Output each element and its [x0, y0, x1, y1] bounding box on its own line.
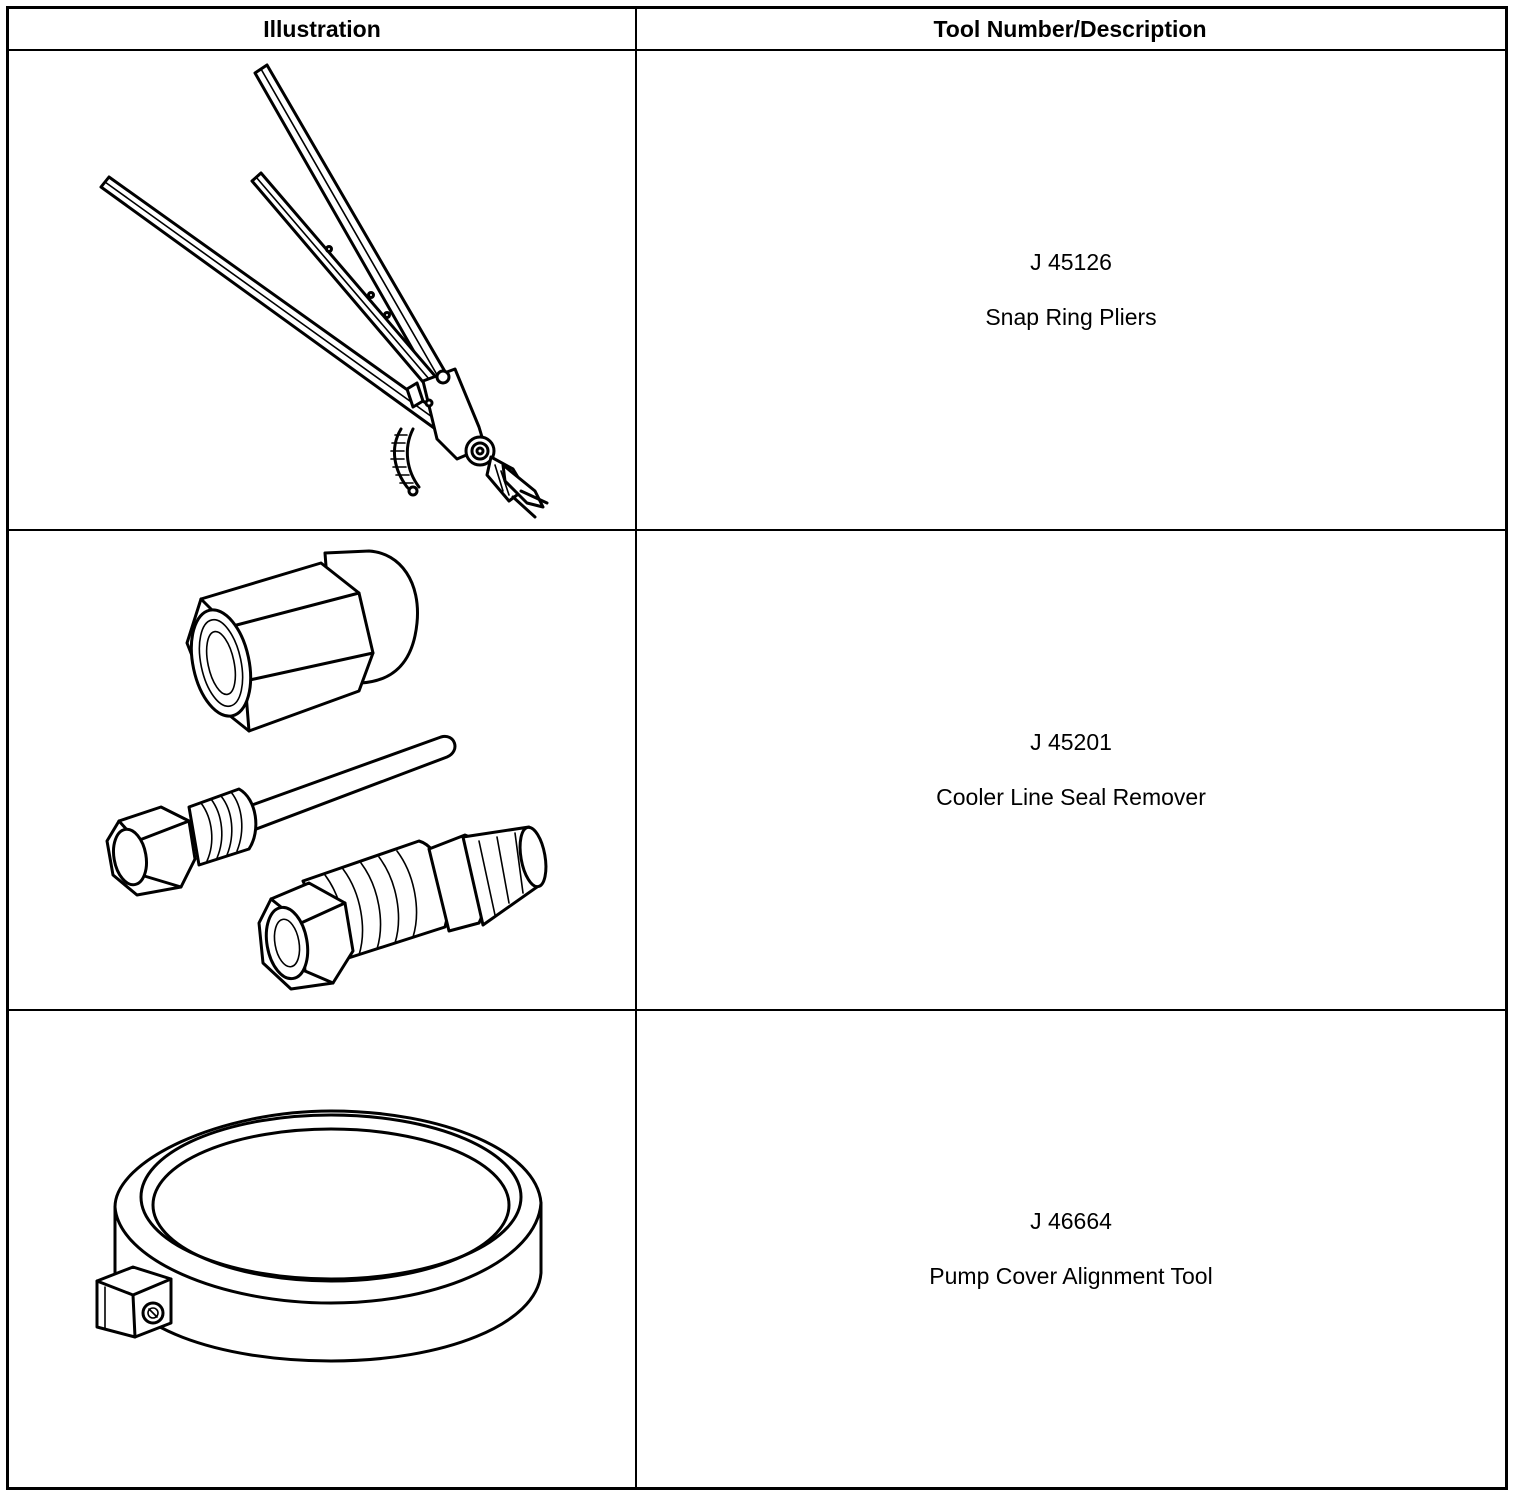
- tool-description-cell: J 45126 Snap Ring Pliers: [637, 51, 1505, 529]
- illustration-cell: [9, 1011, 635, 1487]
- table-row: J 46664 Pump Cover Alignment Tool: [9, 1011, 1505, 1487]
- tool-description-cell: J 45201 Cooler Line Seal Remover: [637, 531, 1505, 1009]
- header-tool-number-description: Tool Number/Description: [933, 16, 1207, 42]
- table-row: J 45126 Snap Ring Pliers: [9, 51, 1505, 531]
- table-row: J 45201 Cooler Line Seal Remover: [9, 531, 1505, 1011]
- header-illustration: Illustration: [263, 16, 381, 42]
- table-header-row: Illustration Tool Number/Description: [9, 9, 1505, 51]
- tool-number: J 46664: [1030, 1208, 1112, 1234]
- tool-name: Snap Ring Pliers: [985, 304, 1157, 330]
- tool-name: Cooler Line Seal Remover: [936, 784, 1206, 810]
- tool-number: J 45201: [1030, 729, 1112, 755]
- cooler-line-seal-remover-icon: [105, 549, 548, 991]
- illustration-cell: [9, 531, 635, 1009]
- snap-ring-pliers-icon: [99, 63, 549, 519]
- special-tools-table: Illustration Tool Number/Description: [6, 6, 1508, 1490]
- tool-name: Pump Cover Alignment Tool: [929, 1263, 1213, 1289]
- pump-cover-alignment-tool-icon: [95, 1109, 543, 1363]
- tool-number: J 45126: [1030, 249, 1112, 275]
- tool-description-cell: J 46664 Pump Cover Alignment Tool: [637, 1011, 1505, 1487]
- illustration-cell: [9, 51, 635, 529]
- column-divider: [635, 9, 637, 1487]
